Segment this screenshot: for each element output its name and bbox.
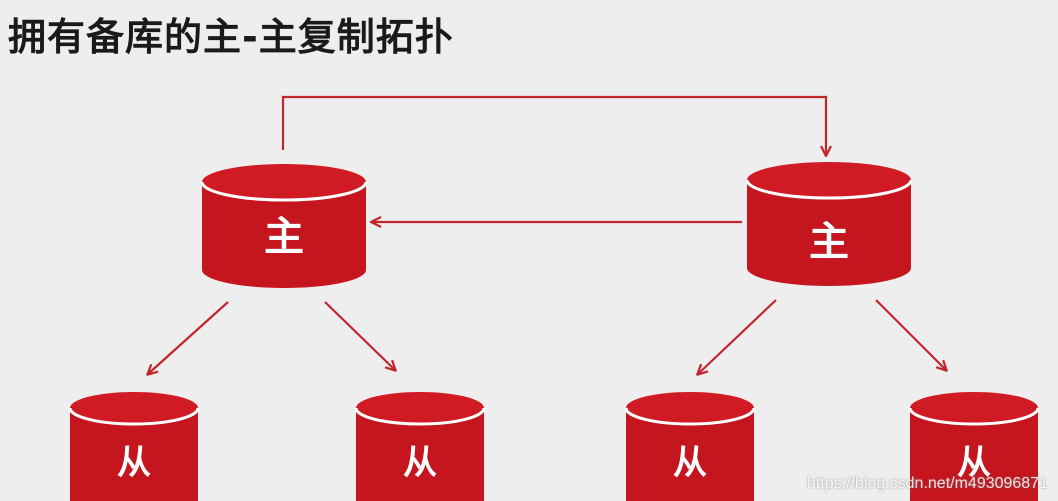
arrow-master-right-to-slave-4 <box>875 299 946 370</box>
arrow-master-left-to-master-right <box>281 95 826 155</box>
slave-1-label: 从 <box>117 443 151 483</box>
diagram-title: 拥有备库的主-主复制拓扑 <box>8 15 454 59</box>
slave-database-4: 从 <box>908 392 1040 501</box>
slave-3-label: 从 <box>673 443 707 483</box>
master-left-label: 主 <box>264 214 304 260</box>
slave-database-1: 从 <box>68 392 200 501</box>
slave-database-3: 从 <box>624 392 756 501</box>
slave-4-label: 从 <box>957 443 991 483</box>
connections <box>148 95 946 374</box>
arrow-master-left-to-slave-1 <box>148 301 229 374</box>
master-database-right: 主 <box>745 162 913 286</box>
slave-2-label: 从 <box>403 443 437 483</box>
arrow-master-left-to-slave-2 <box>324 301 395 370</box>
arrow-master-right-to-slave-3 <box>698 299 777 374</box>
master-right-label: 主 <box>809 219 849 265</box>
master-database-left: 主 <box>200 164 368 288</box>
watermark-url: https://blog.csdn.net/m493096871 <box>806 475 1048 492</box>
slave-database-2: 从 <box>354 392 486 501</box>
